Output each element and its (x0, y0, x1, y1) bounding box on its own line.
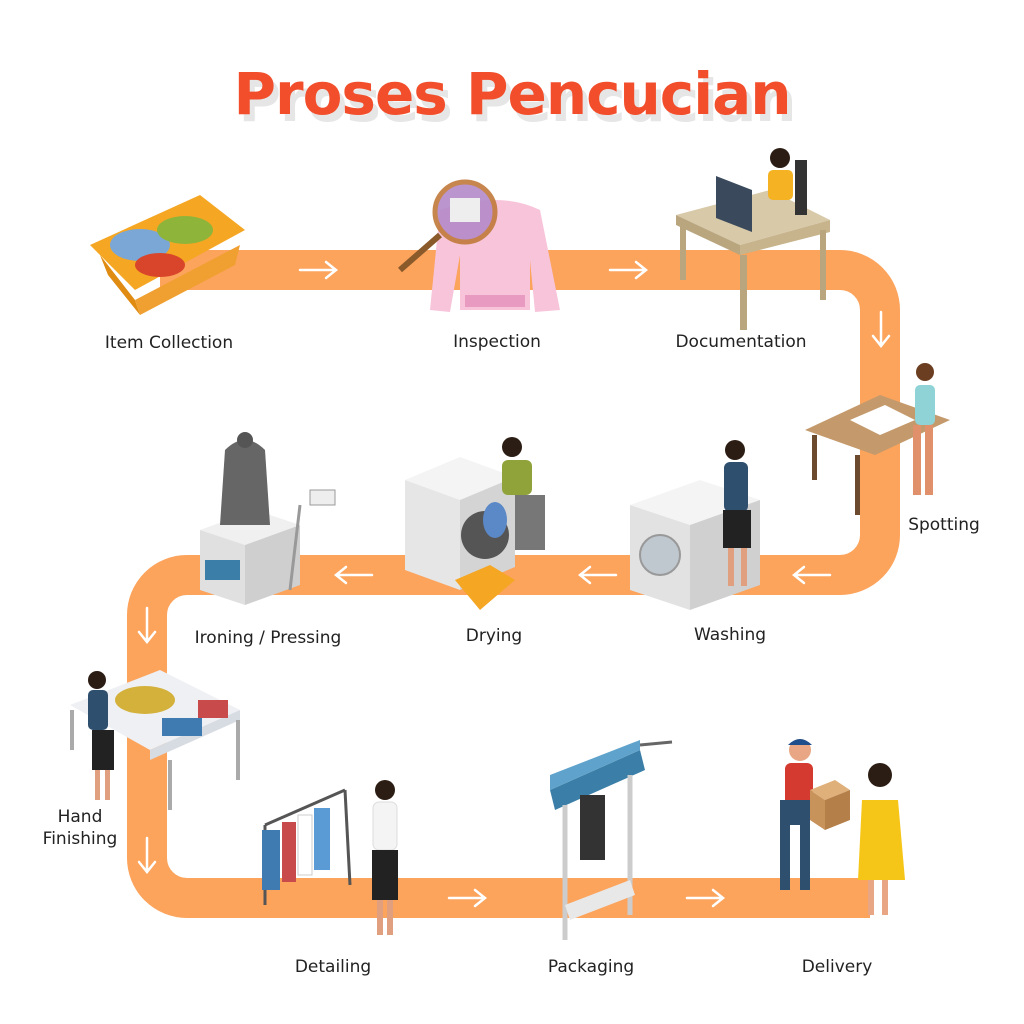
spotting-table-icon (805, 363, 950, 515)
arrow-down-icon (137, 836, 157, 875)
arrow-down-icon (871, 310, 891, 349)
step-label-hand-finishing: Hand Finishing (42, 807, 118, 849)
desk-computer-icon (676, 148, 830, 330)
step-label-drying: Drying (465, 626, 523, 646)
step-label-packaging: Packaging (547, 957, 635, 977)
arrow-right-icon (447, 888, 488, 908)
step-label-inspection: Inspection (453, 332, 541, 352)
press-machine-icon (200, 432, 336, 605)
step-label-spotting: Spotting (908, 515, 980, 535)
washing-machine-icon (630, 440, 760, 610)
delivery-person-icon (780, 739, 905, 915)
arrow-left-icon (791, 565, 832, 585)
step-label-delivery: Delivery (801, 957, 873, 977)
step-label-washing: Washing (693, 625, 767, 645)
folding-table-icon (70, 670, 240, 810)
step-label-documentation: Documentation (675, 332, 807, 352)
arrow-left-icon (577, 565, 618, 585)
arrow-down-icon (137, 606, 157, 645)
arrow-left-icon (333, 565, 374, 585)
page-title: Proses Pencucian (233, 60, 791, 128)
step-label-item-collection: Item Collection (104, 333, 234, 353)
packaging-machine-icon (550, 740, 673, 940)
arrow-right-icon (685, 888, 726, 908)
step-label-ironing-pressing: Ironing / Pressing (194, 628, 342, 648)
arrow-right-icon (608, 260, 649, 280)
laundry-basket-icon (90, 195, 245, 315)
dryer-icon (405, 437, 545, 610)
step-label-detailing: Detailing (294, 957, 372, 977)
clothes-rack-icon (262, 780, 398, 935)
arrow-right-icon (298, 260, 339, 280)
process-path (127, 250, 900, 918)
magnifier-sweater-icon (398, 179, 560, 312)
